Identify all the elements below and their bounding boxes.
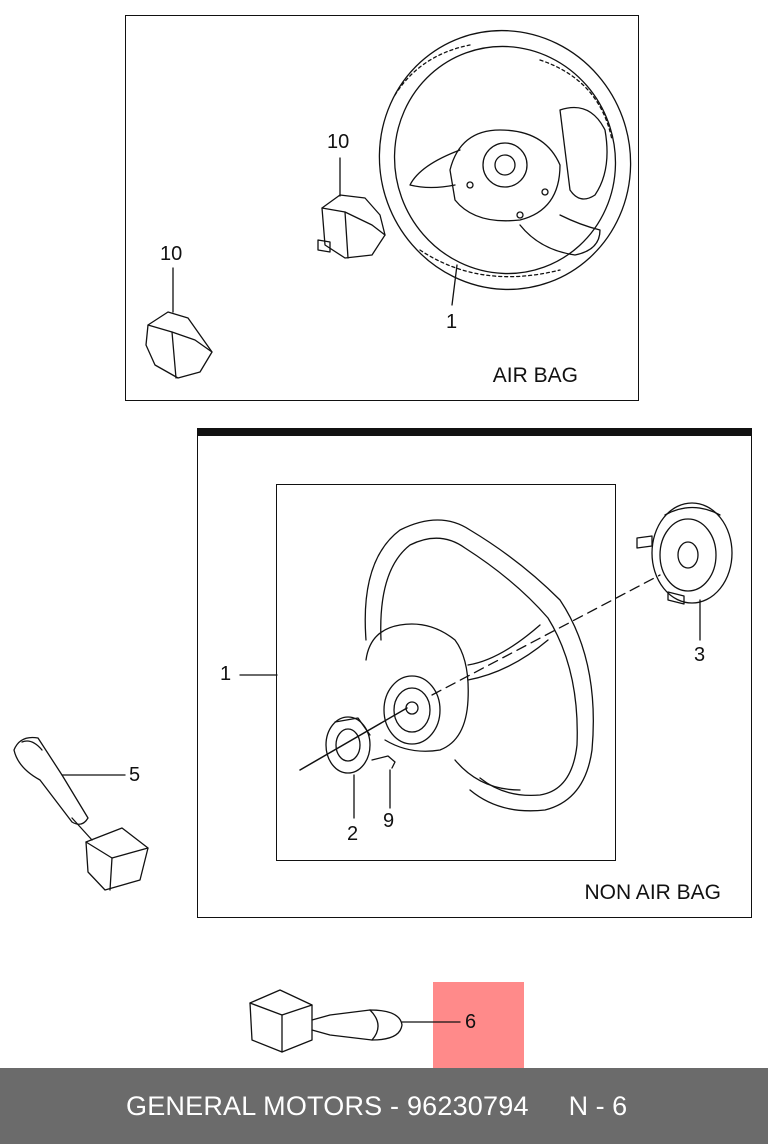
- callout-3: 3: [694, 644, 706, 666]
- footer-part-number: GENERAL MOTORS - 96230794: [126, 1090, 529, 1121]
- callout-10-upper: 10: [327, 131, 350, 153]
- part-5-lever: [13, 736, 149, 891]
- callout-1-airbag: 1: [446, 311, 458, 333]
- airbag-panel: AIR BAG: [125, 15, 639, 401]
- non-airbag-steering-wheel: [299, 519, 661, 812]
- callout-9: 9: [383, 810, 395, 832]
- part-10-lower: [145, 267, 213, 379]
- leader-1-airbag: [451, 264, 458, 306]
- non-airbag-label: NON AIR BAG: [584, 881, 721, 904]
- part-9-clip: [371, 755, 396, 809]
- airbag-steering-wheel: [378, 29, 632, 291]
- airbag-label: AIR BAG: [492, 364, 578, 387]
- part-10-upper: [317, 157, 386, 259]
- callout-6: 6: [465, 1011, 477, 1033]
- callout-10-lower: 10: [160, 243, 183, 265]
- callout-1-non-airbag: 1: [220, 663, 232, 685]
- steering-wheel-detail-frame: [276, 484, 616, 861]
- footer-bar: GENERAL MOTORS - 96230794 N - 6: [0, 1068, 768, 1144]
- footer-page-ref: N - 6: [568, 1090, 628, 1121]
- part-2-nut: [325, 716, 371, 819]
- part-6-highlight: [433, 982, 524, 1072]
- callout-5: 5: [129, 764, 141, 786]
- part-3-contact-coil: [636, 502, 733, 641]
- callout-2: 2: [347, 823, 359, 845]
- part-6-lever: [249, 989, 461, 1053]
